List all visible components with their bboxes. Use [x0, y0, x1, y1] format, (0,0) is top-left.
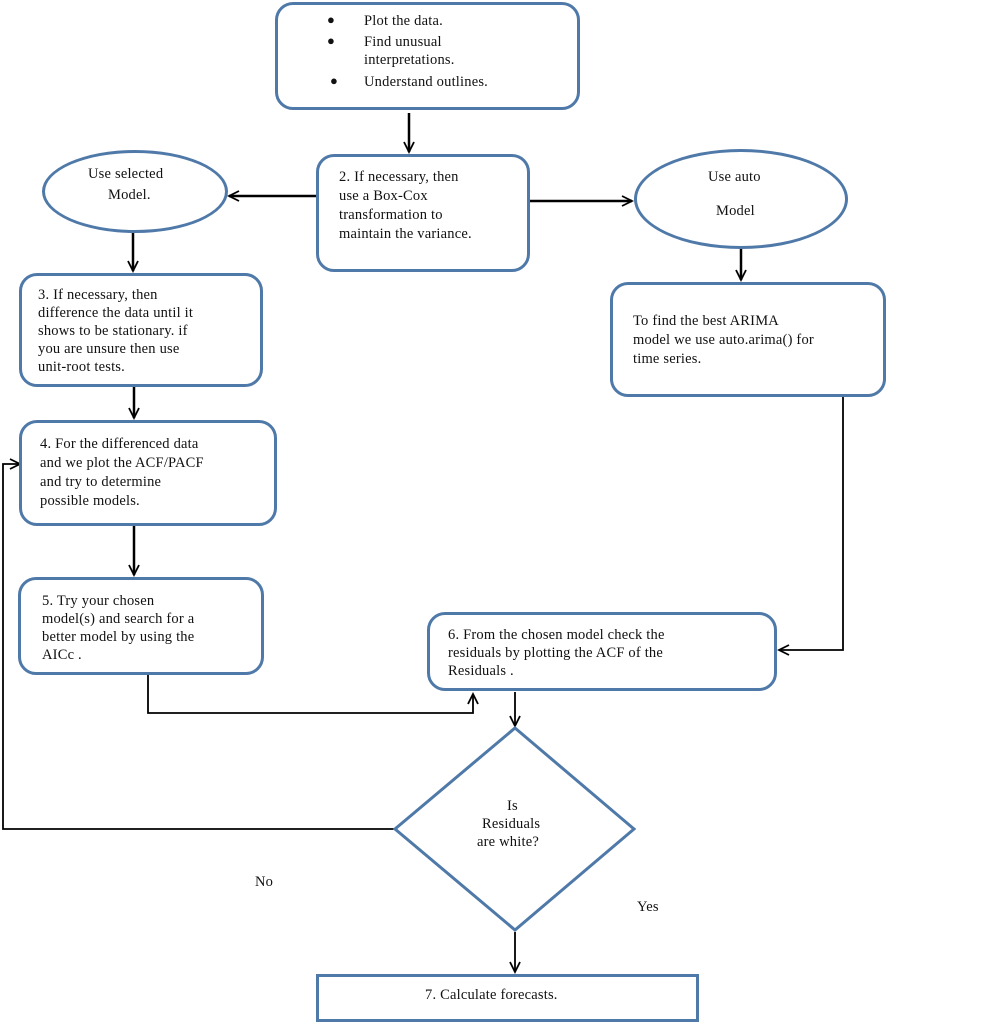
step3-box	[19, 273, 263, 387]
step7-box	[316, 974, 699, 1022]
step5-line-4: AICc .	[42, 647, 82, 663]
step3-line-4: you are unsure then use	[38, 341, 180, 357]
step1-box	[275, 2, 580, 110]
bullet-icon: ●	[327, 33, 335, 48]
step4-line-4: possible models.	[40, 493, 140, 509]
auto-arima-line-2: model we use auto.arima() for	[633, 332, 814, 348]
arrow-step5-to-step6	[147, 675, 479, 714]
decision-line-3: are white?	[477, 834, 539, 850]
selected-model-line-1: Use selected	[88, 166, 164, 182]
auto-arima-line-1: To find the best ARIMA	[633, 313, 779, 329]
no-label: No	[255, 874, 274, 890]
step4-line-3: and try to determine	[40, 474, 162, 490]
step4-line-2: and we plot the ACF/PACF	[40, 455, 204, 471]
step5-line-2: model(s) and search for a	[42, 611, 195, 627]
selected-model-ellipse	[42, 150, 228, 233]
step3-line-2: difference the data until it	[38, 305, 194, 321]
step3-line-3: shows to be stationary. if	[38, 323, 188, 339]
decision-diamond	[392, 726, 637, 932]
step7-label: 7. Calculate forecasts.	[425, 987, 558, 1003]
step3-line-5: unit-root tests.	[38, 359, 125, 375]
step4-box	[19, 420, 277, 526]
step1-bullet-3: Understand outlines.	[364, 74, 489, 90]
bullet-icon: ●	[327, 12, 335, 27]
arrow-auto-arima-to-step6	[776, 397, 844, 656]
step3-line-1: 3. If necessary, then	[38, 287, 158, 303]
selected-model-line-2: Model.	[108, 187, 151, 203]
auto-model-line-1: Use auto	[708, 169, 761, 185]
step5-line-3: better model by using the	[42, 629, 195, 645]
step2-box	[316, 154, 530, 272]
step1-bullet-1: Plot the data.	[364, 13, 443, 29]
step6-box	[427, 612, 777, 691]
step4-line-1: 4. For the differenced data	[40, 436, 199, 452]
auto-model-ellipse	[634, 149, 848, 249]
decision-line-1: Is	[507, 798, 518, 814]
step2-line-2: use a Box-Cox	[339, 188, 428, 204]
step2-line-3: transformation to	[339, 207, 443, 223]
decision-line-2: Residuals	[482, 816, 541, 832]
step2-line-4: maintain the variance.	[339, 226, 472, 242]
step1-bullet-2: Find unusual	[364, 34, 442, 50]
step6-line-3: Residuals .	[448, 663, 514, 679]
step2-line-1: 2. If necessary, then	[339, 169, 459, 185]
yes-label: Yes	[637, 899, 659, 915]
auto-model-line-2: Model	[716, 203, 755, 219]
step6-line-1: 6. From the chosen model check the	[448, 627, 665, 643]
step5-box	[18, 577, 264, 675]
bullet-icon: ●	[330, 73, 338, 88]
auto-arima-box	[610, 282, 886, 397]
step5-line-1: 5. Try your chosen	[42, 593, 155, 609]
step1-bullet-2-cont: interpretations.	[364, 52, 455, 68]
step6-line-2: residuals by plotting the ACF of the	[448, 645, 664, 661]
arrow-decision-no-to-step4	[2, 458, 396, 830]
auto-arima-line-3: time series.	[633, 351, 702, 367]
